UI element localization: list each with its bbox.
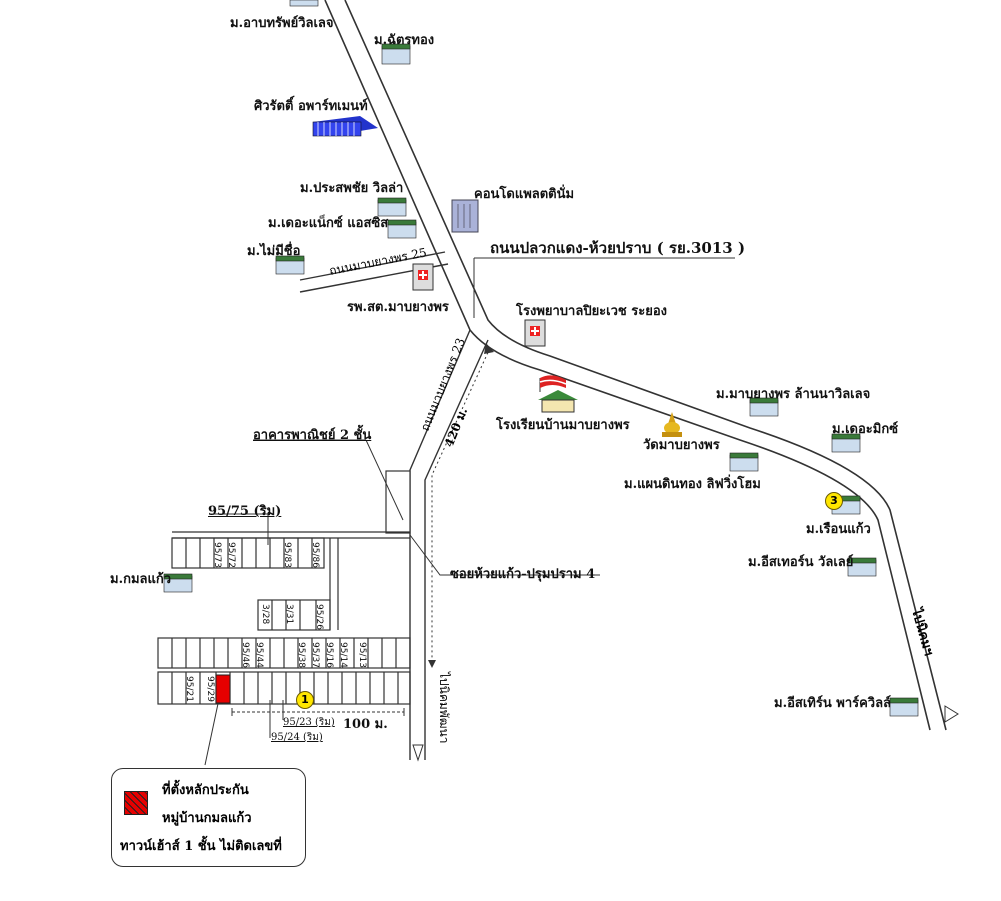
label-lot-9523: 95/23 (ริม)	[283, 717, 335, 728]
condo-building	[451, 199, 479, 233]
label-m-arbsap: ม.อาบทรัพย์วิลเลจ	[230, 16, 334, 31]
lot-number: 95/29	[205, 676, 215, 702]
arrow-nikhom-right	[944, 705, 959, 723]
label-lot-9575: 95/75 (ริม)	[208, 504, 282, 519]
distance-420-line	[431, 347, 491, 665]
legend-box: ที่ตั้งหลักประกัน หมู่บ้านกมลแก้ว ทาวน์เ…	[111, 768, 306, 867]
house-icon	[381, 43, 411, 65]
lot-number: 95/73	[212, 542, 222, 568]
marker-1: 1	[296, 691, 314, 709]
legend-line-1: ที่ตั้งหลักประกัน	[162, 783, 249, 798]
house-icon	[275, 255, 305, 275]
marker-3: 3	[825, 492, 843, 510]
hospital-building-1	[412, 263, 434, 291]
house-icon	[889, 697, 919, 717]
lot-number: 3/28	[260, 604, 270, 624]
label-m-the-mix: ม.เดอะมิกซ์	[832, 422, 899, 437]
legend-line-2: หมู่บ้านกมลแก้ว	[162, 811, 252, 826]
to-nikhom-label: ไปนิคมฯ	[908, 604, 938, 657]
legend-line-3: ทาวน์เฮ้าส์ 1 ชั้น ไม่ติดเลขที่	[120, 839, 282, 854]
main-road	[324, 0, 947, 731]
house-icon	[729, 452, 759, 472]
lot-number: 95/86	[310, 542, 320, 568]
collateral-swatch	[124, 791, 148, 815]
house-icon	[377, 197, 407, 217]
label-city-apartment: ศิวรัตติ์ อพาร์ทเมนท์	[254, 99, 368, 114]
house-icon	[289, 0, 319, 7]
house-icon	[387, 219, 417, 239]
label-distance-100: 100 ม.	[343, 717, 388, 732]
label-school: โรงเรียนบ้านมาบยางพร	[496, 418, 630, 433]
lot-number: 95/46	[240, 642, 250, 668]
lot-number: 95/13	[357, 642, 367, 668]
house-icon	[847, 557, 877, 577]
label-m-paendin: ม.แผนดินทอง ลิฟวิ่งโฮม	[624, 477, 761, 492]
temple-building	[662, 412, 682, 437]
label-m-kamonkaeo: ม.กมลแก้ว	[110, 572, 172, 587]
label-m-prasapchai: ม.ประสพชัย วิลล่า	[300, 181, 404, 196]
lot-number: 95/14	[338, 642, 348, 668]
house-icon	[163, 573, 193, 593]
label-commercial: อาคารพาณิชย์ 2 ชั้น	[253, 428, 372, 443]
to-nikhom-2-label: ไปนิคมพัฒนา	[437, 671, 451, 743]
village-block	[157, 531, 411, 705]
arrow-nikhom-down	[412, 744, 424, 762]
lot-number: 95/37	[310, 642, 320, 668]
apartment-building	[312, 116, 378, 137]
label-m-chattong: ม.ฉัตรทอง	[374, 33, 435, 48]
label-m-next-oasis: ม.เดอะแน็กซ์ แอสซิส	[268, 216, 389, 231]
label-temple: วัดมาบยางพร	[643, 438, 720, 453]
lot-number: 95/44	[254, 642, 264, 668]
label-main-road: ถนนปลวกแดง-ห้วยปราบ ( รย.3013 )	[490, 239, 746, 257]
label-m-eastern-valley: ม.อีสเทอร์น วัลเลย์	[748, 555, 854, 570]
label-condo: คอนโดแพลตตินั่ม	[474, 187, 575, 202]
arrow-down	[428, 660, 436, 668]
hospital-building-2	[524, 319, 546, 347]
lot-number: 95/72	[226, 542, 236, 568]
collateral-lot	[215, 674, 231, 704]
lot-number: 3/31	[284, 604, 294, 624]
lot-number: 95/16	[324, 642, 334, 668]
school-building	[538, 375, 578, 413]
label-rph-sd: รพ.สต.มาบยางพร	[347, 300, 449, 315]
label-soi-huai-kaeo: ซอยห้วยแก้ว-ปรุมปราม 4	[450, 567, 596, 582]
label-m-no-name: ม.ไม่มีชื่อ	[247, 244, 301, 259]
leader-lines	[204, 257, 735, 766]
lot-number: 95/26	[314, 604, 324, 630]
label-hospital: โรงพยาบาลปิยะเวช ระยอง	[516, 304, 667, 319]
lot-number: 95/83	[282, 542, 292, 568]
house-icon	[749, 397, 779, 417]
label-m-lanna: ม.มาบยางพร ล้านนาวิลเลจ	[716, 387, 871, 402]
commercial-building	[385, 470, 411, 534]
distance-420-label: 420 ม.	[442, 406, 470, 450]
dimension-100m	[231, 700, 405, 738]
arrow-up	[484, 343, 494, 354]
house-icon	[831, 433, 861, 453]
label-m-ruenkaeo: ม.เรือนแก้ว	[806, 522, 871, 537]
lot-number: 95/38	[296, 642, 306, 668]
label-m-eastern-park: ม.อีสเทิร์น พาร์ควิลล์	[774, 696, 892, 711]
lot-number: 95/21	[184, 676, 194, 702]
label-lot-9524: 95/24 (ริม)	[271, 732, 323, 743]
